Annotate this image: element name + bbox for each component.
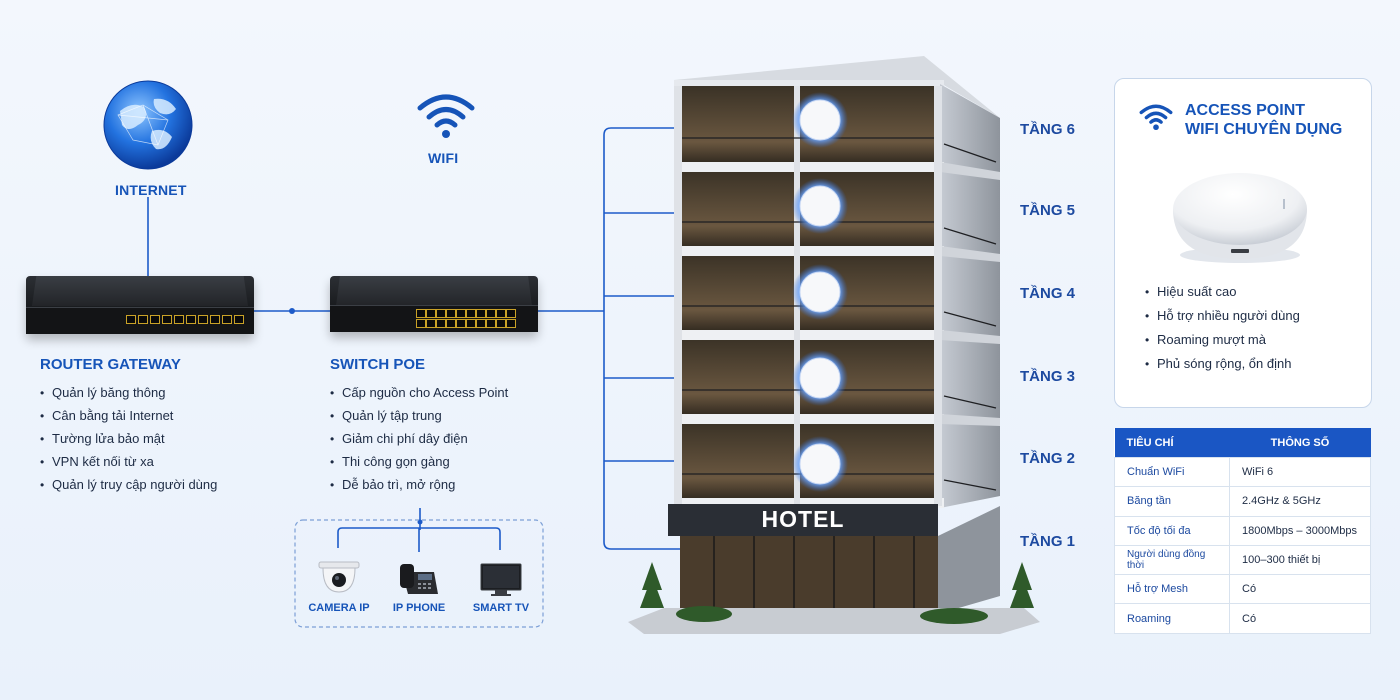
hotel-building [628,56,1040,634]
ip-phone-label: IP PHONE [392,602,446,614]
floor-slabs [674,162,944,508]
list-item: Dễ bảo trì, mở rộng [330,477,508,493]
list-item: Hiệu suất cao [1145,284,1300,300]
list-item: Roaming mượt mà [1145,332,1300,348]
hotel-sign: HOTEL [761,506,845,532]
trunk-floor1 [603,311,690,550]
lobby-windows [713,536,915,614]
table-cell: 1800Mbps – 3000Mbps [1229,515,1371,546]
router-title: ROUTER GATEWAY [40,356,181,373]
access-point-title-line1: ACCESS POINT [1185,102,1306,119]
camera-ip-label: CAMERA IP [308,602,370,614]
list-item: Quản lý tập trung [330,408,508,424]
list-item: VPN kết nối từ xa [40,454,217,470]
switch-top [336,276,532,306]
trunk-floor6 [603,127,680,311]
floor-label-4: TẦNG 4 [1020,285,1076,302]
table-cell: Có [1229,574,1371,605]
wifi-icon [1139,104,1173,131]
link-dot [289,308,295,314]
table-cell: 2.4GHz & 5GHz [1229,486,1371,517]
switch-front [330,305,538,332]
table-cell: Roaming [1114,603,1230,634]
floor-label-2: TẦNG 2 [1020,450,1076,467]
access-point-feature-list: Hiệu suất cao Hỗ trợ nhiều người dùng Ro… [1145,284,1300,381]
table-cell: Người dùng đồng thời [1114,544,1230,576]
wifi-icon [417,94,475,138]
list-item: Cấp nguồn cho Access Point [330,385,508,401]
table-cell: Tốc độ tối đa [1114,515,1230,546]
camera-icon [318,561,360,593]
globe-icon [103,80,193,170]
switch-to-devices-line [337,508,501,552]
list-item: Tường lửa bảo mật [40,431,217,447]
router-feature-list: Quản lý băng thông Cân bằng tải Internet… [40,385,217,501]
floor-label-1: TẦNG 1 [1020,533,1076,550]
trees [640,562,1034,624]
table-cell: WiFi 6 [1229,456,1371,488]
table-cell: Chuẩn WiFi [1114,456,1230,488]
floor-label-3: TẦNG 3 [1020,368,1076,385]
list-item: Quản lý băng thông [40,385,217,401]
table-header-row: TIÊU CHÍ THÔNG SỐ [1114,428,1371,458]
table-cell: 100–300 thiết bị [1229,544,1371,576]
ip-phone-icon [400,564,438,594]
list-item: Quản lý truy cập người dùng [40,477,217,493]
internet-label: INTERNET [115,182,187,198]
access-point-title: ACCESS POINT WIFI CHUYÊN DỤNG [1185,101,1365,139]
access-points [792,92,848,492]
router-gateway-device [26,276,254,334]
router-front [26,307,254,334]
smart-tv-label: SMART TV [472,602,530,614]
list-item: Thi công gọn gàng [330,454,508,470]
switch-feature-list: Cấp nguồn cho Access Point Quản lý tập t… [330,385,508,501]
floor-label-6: TẦNG 6 [1020,121,1076,138]
list-item: Giảm chi phí dây điện [330,431,508,447]
access-point-panel: ACCESS POINT WIFI CHUYÊN DỤNG Hiệu suất … [1114,78,1372,408]
switch-title: SWITCH POE [330,356,426,373]
table-cell: Băng tần [1114,486,1230,517]
router-ports [126,315,244,327]
table-cell: Có [1229,603,1371,634]
switch-poe-device [330,276,538,332]
router-top [32,276,248,306]
side-slabs [940,162,1000,426]
table-header-criteria: TIÊU CHÍ [1114,428,1230,458]
branch-dot [417,519,423,525]
list-item: Cân bằng tải Internet [40,408,217,424]
wifi-label: WIFI [428,150,459,166]
list-item: Hỗ trợ nhiều người dùng [1145,308,1300,324]
smart-tv-icon [480,563,522,596]
floor-label-5: TẦNG 5 [1020,202,1076,219]
table-header-value: THÔNG SỐ [1229,428,1371,458]
switch-ports [416,309,526,329]
access-point-title-line2: WIFI CHUYÊN DỤNG [1185,121,1343,138]
table-cell: Hỗ trợ Mesh [1114,574,1230,605]
access-point-device-image [1173,173,1307,263]
list-item: Phủ sóng rộng, ổn định [1145,356,1300,372]
devices-group-box [294,519,544,628]
